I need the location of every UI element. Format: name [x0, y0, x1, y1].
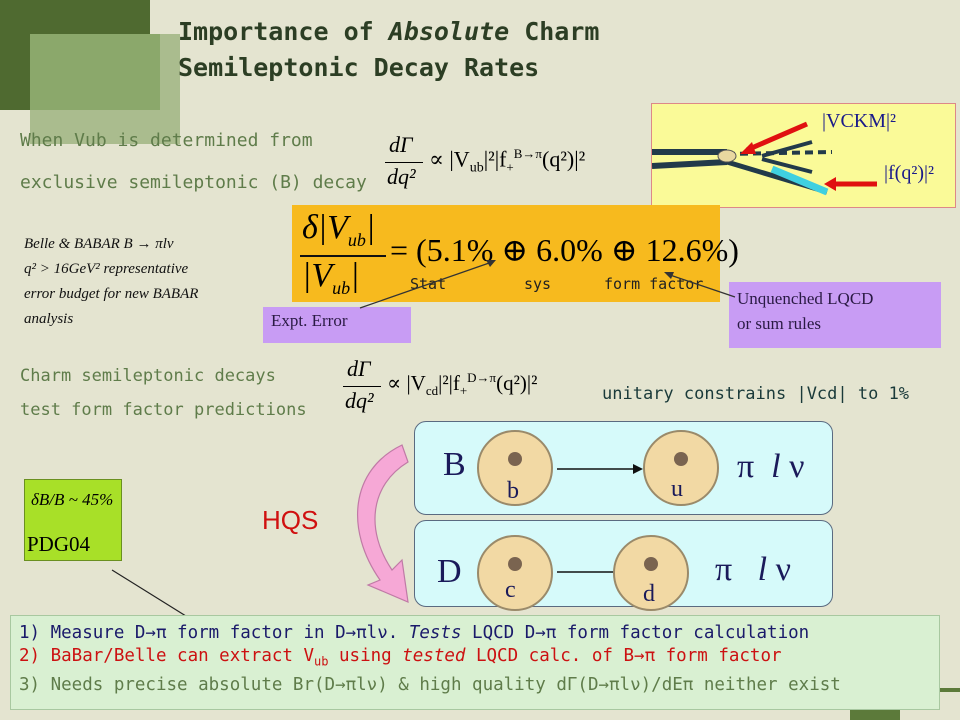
hqs-label: HQS — [262, 505, 319, 535]
summary-line-3: 3) Needs precise absolute Br(D→πlν) & hi… — [19, 674, 841, 695]
b-quark-circle — [477, 430, 553, 506]
summary-line-1: 1) Measure D→π form factor in D→πlν. Tes… — [19, 623, 810, 643]
vub-intro-line1: When Vub is determined from — [20, 130, 313, 151]
unitary-note: unitary constrains |Vcd| to 1% — [602, 384, 910, 404]
ckm-inset: |VCKM|² |f(q²)|² — [651, 103, 956, 208]
slide-title: Importance of Absolute Charm Semileptoni… — [178, 17, 600, 82]
d-products: π l ν — [715, 551, 791, 588]
c-quark-circle — [477, 535, 553, 611]
d-meson-label: D — [437, 553, 462, 590]
b-decay-diagram: B b u π l ν — [414, 421, 833, 515]
b-quark-label: b — [507, 478, 519, 504]
belle-babar-note: Belle & BABAR B → πlν q² > 16GeV² repres… — [24, 236, 199, 327]
vcd-formula: dΓ dq² ∝ |Vcd|²|f+D→π(q²)|² — [343, 356, 538, 413]
d-decay-diagram: D c d π l ν — [414, 520, 833, 611]
u-quark-label: u — [671, 476, 683, 502]
vub-intro-line2: exclusive semileptonic (B) decay — [20, 172, 367, 193]
corner-square-overlap — [30, 34, 160, 110]
charm-line2: test form factor predictions — [20, 400, 307, 420]
vub-formula: dΓ dq² ∝ |Vub|²|f+B→π(q²)|² — [385, 132, 586, 189]
b-arrow-icon — [557, 464, 643, 474]
bottom-right-bar — [940, 688, 960, 692]
b-products: π l ν — [737, 448, 805, 485]
pdg-box: δB/B ~ 45% PDG04 — [24, 479, 122, 561]
charm-line1: Charm semileptonic decays — [20, 366, 276, 386]
quark-lines-diagram — [651, 121, 877, 196]
u-quark-circle — [643, 430, 719, 506]
d-quark-circle — [613, 535, 689, 611]
lqcd-label: Unquenched LQCD or sum rules — [729, 282, 941, 348]
d-quark-label: d — [643, 581, 655, 607]
error-budget-formula: δ|Vub| |Vub| = (5.1% ⊕ 6.0% ⊕ 12.6%) Sta… — [292, 205, 739, 302]
fq2-label: |f(q²)|² — [884, 162, 934, 184]
form-factor-label: form factor — [604, 275, 704, 293]
expt-error-label: Expt. Error — [263, 307, 411, 343]
c-quark-label: c — [505, 577, 516, 603]
summary-line-2: 2) BaBar/Belle can extract Vub using tes… — [19, 646, 782, 669]
sys-label: sys — [524, 275, 552, 293]
vckm-label: |VCKM|² — [822, 110, 897, 132]
summary-box: 1) Measure D→π form factor in D→πlν. Tes… — [10, 615, 940, 710]
hqs-curved-arrow — [356, 444, 409, 603]
b-meson-label: B — [443, 446, 466, 483]
